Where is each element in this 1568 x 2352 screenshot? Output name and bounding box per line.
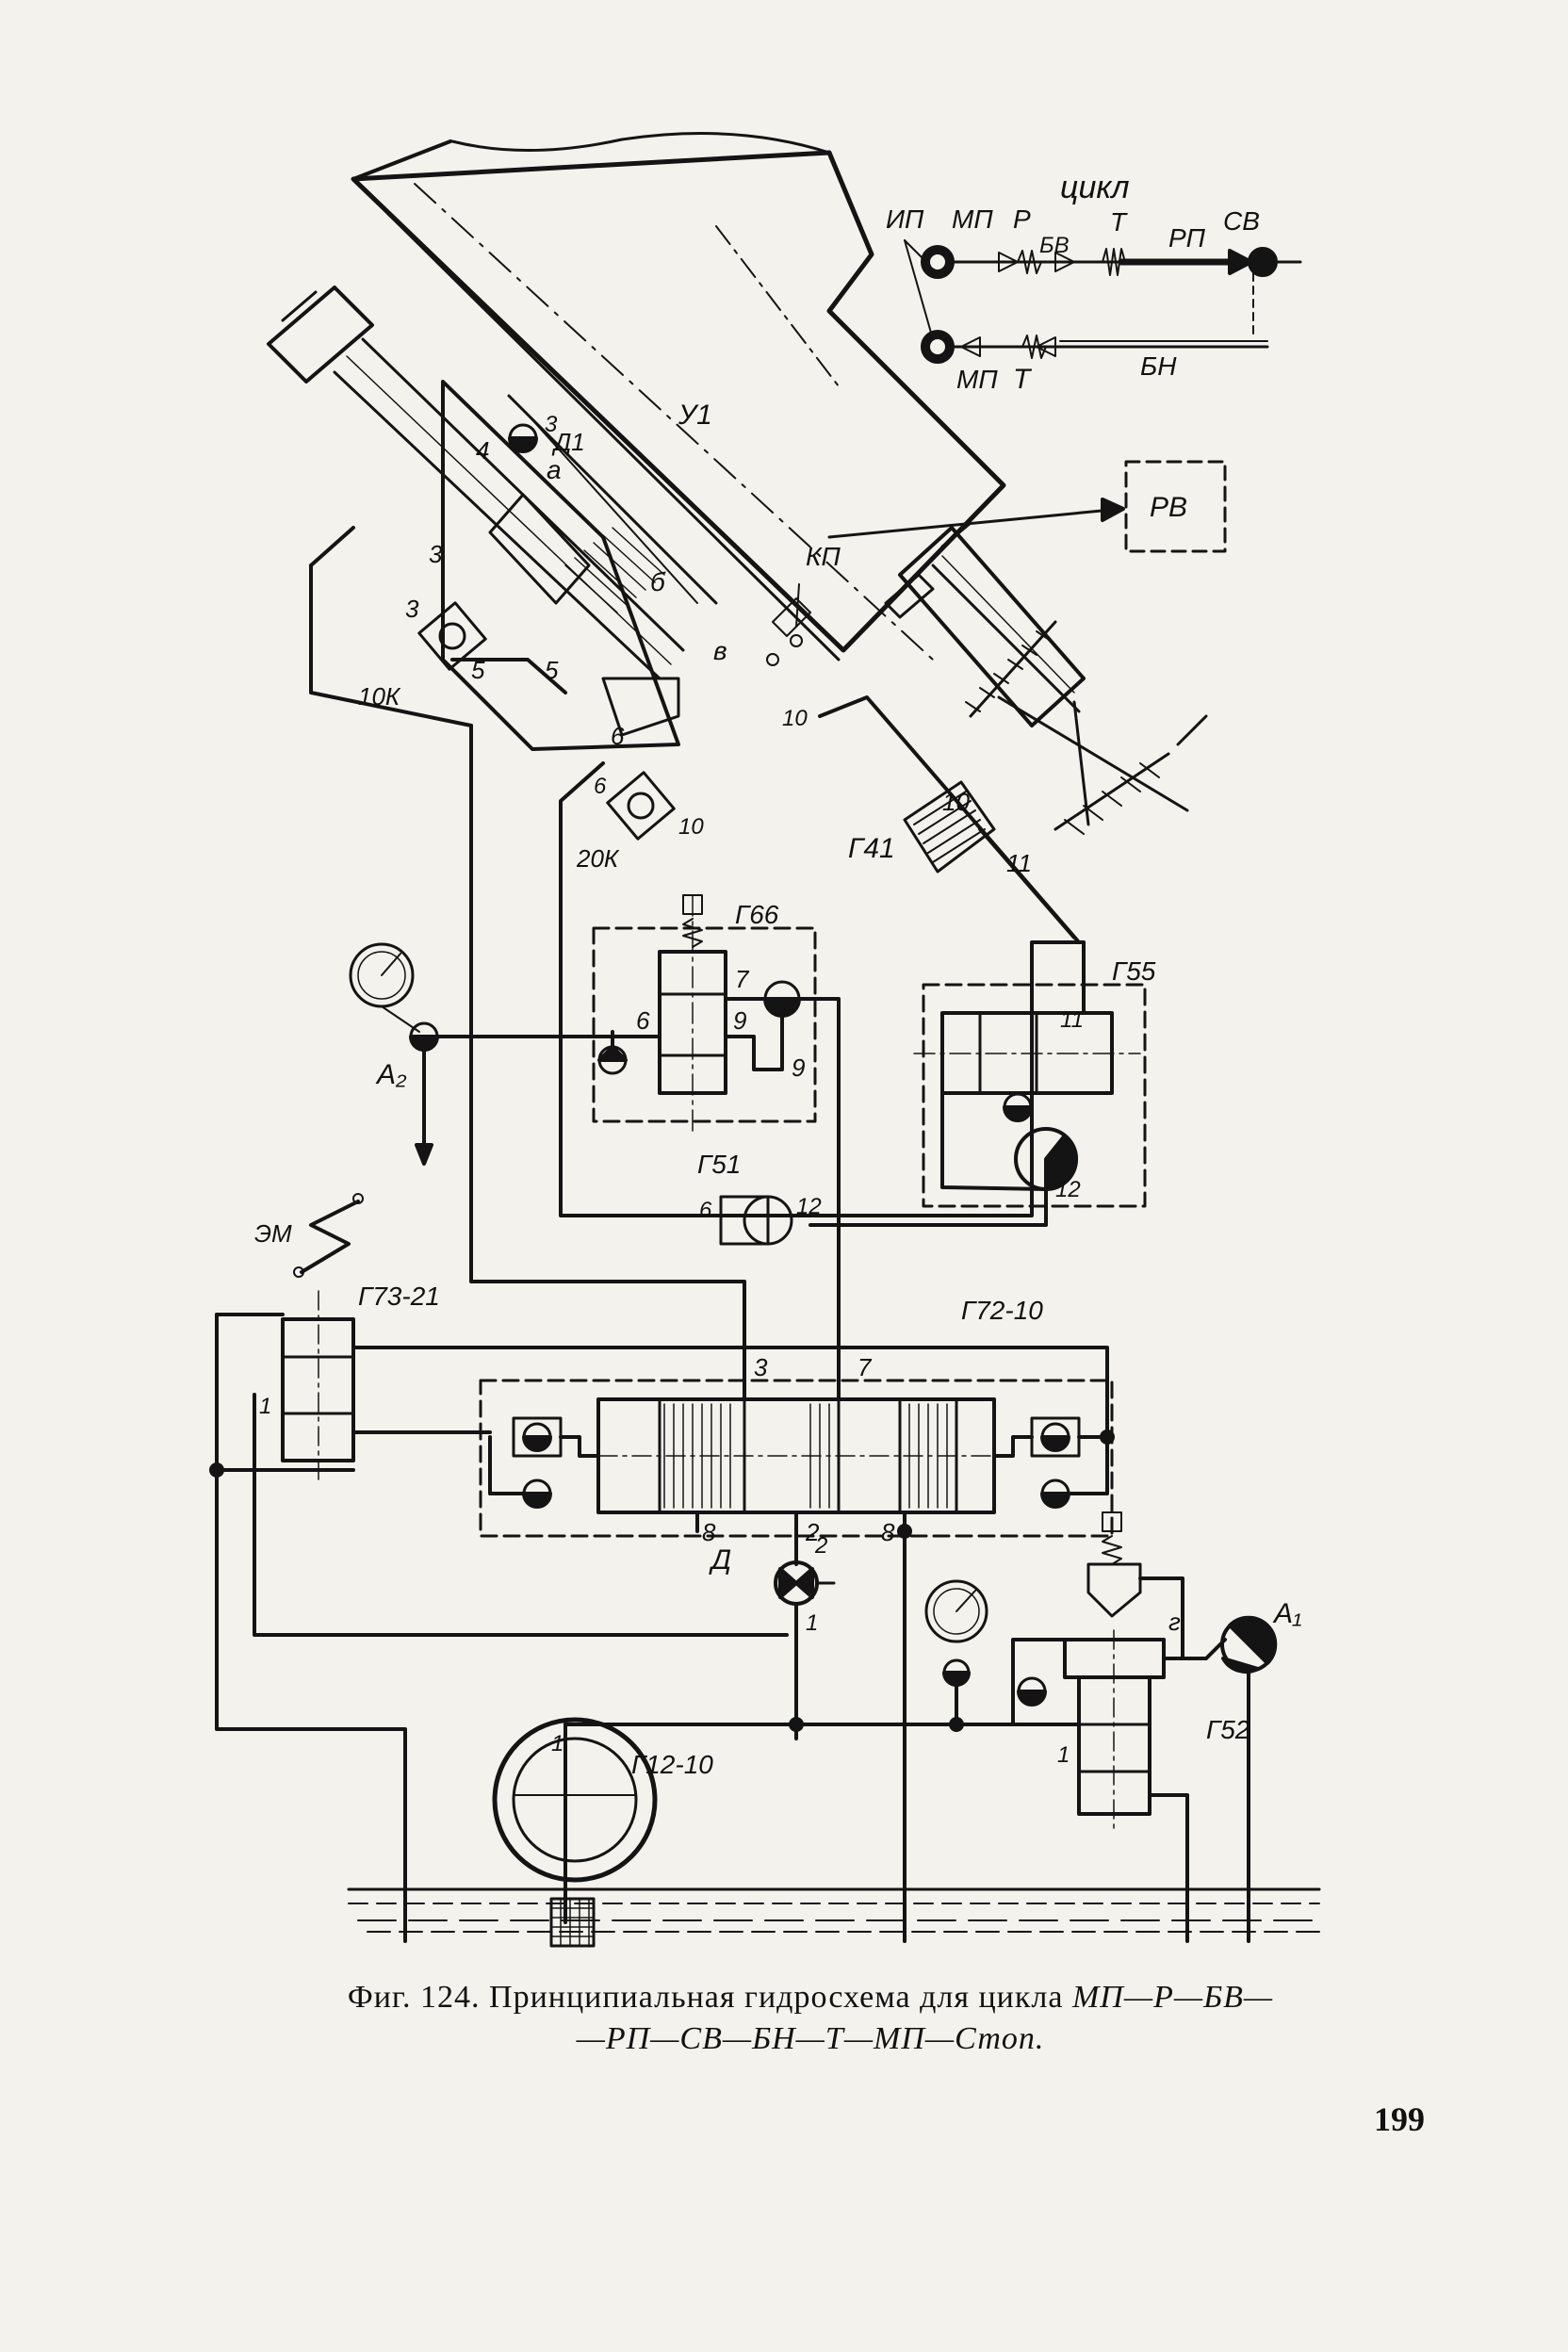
label-g: г [1168, 1608, 1181, 1636]
label-1c: 1 [1057, 1742, 1070, 1768]
label-3b: 3 [429, 540, 443, 568]
label-20k: 20К [576, 844, 620, 873]
gauge-a2 [349, 942, 662, 1166]
kp-limit-switch [766, 583, 811, 666]
label-6d: 6 [699, 1198, 712, 1223]
label-11b: 11 [1060, 1007, 1084, 1033]
label-2b: 2 [814, 1533, 827, 1559]
label-12b: 12 [796, 1194, 822, 1219]
machine-head [351, 132, 1006, 662]
label-g7210: Г72-10 [961, 1296, 1043, 1325]
caption-cycle-line2: —РП—СВ—БН—Т—МП—Стоп. [576, 2021, 1045, 2056]
throttle-g41 [903, 780, 1076, 939]
label-g41: Г41 [848, 833, 895, 864]
slide-spindle [884, 521, 1208, 835]
label-3d: 3 [754, 1353, 768, 1381]
label-10c: 10 [942, 788, 970, 816]
label-g66: Г66 [735, 900, 779, 929]
label-1b: 1 [806, 1610, 818, 1636]
label-5a: 5 [471, 656, 485, 684]
label-t2: Т [1013, 364, 1033, 395]
label-a1: А₁ [1272, 1598, 1301, 1629]
label-9b: 9 [792, 1054, 805, 1082]
label-rp: РП [1168, 223, 1206, 253]
distributor-g7210 [479, 1346, 1115, 1943]
label-kp: КП [806, 542, 841, 571]
throttle-g51 [719, 1195, 793, 1246]
label-8b: 8 [881, 1518, 895, 1546]
check-valve-10k [417, 601, 487, 671]
label-d: Д [709, 1544, 731, 1576]
label-2a: 2 [805, 1518, 820, 1546]
label-g7321: Г73-21 [358, 1282, 440, 1311]
relief-valve-g52 [1011, 1511, 1278, 1943]
label-sv: СВ [1223, 206, 1260, 236]
label-t: Т [1110, 207, 1128, 237]
label-u1: У1 [678, 400, 712, 431]
label-mp2: МП [956, 365, 998, 394]
label-p: Р [1013, 204, 1031, 234]
solenoid-valve-g7321 [209, 1193, 1109, 1943]
label-bv: БВ [1039, 233, 1070, 258]
label-cycle: цикл [1060, 170, 1130, 205]
label-6c: 6 [636, 1006, 650, 1035]
label-11a: 11 [1006, 849, 1032, 877]
label-v: в [713, 636, 727, 665]
pump-supply-line [564, 1717, 1034, 1732]
page-number: 199 [1374, 2100, 1425, 2138]
pump-g1210 [492, 1717, 658, 1948]
label-em: ЭМ [254, 1219, 292, 1248]
oil-tank [347, 1887, 1321, 1933]
label-9a: 9 [733, 1006, 746, 1035]
label-g51: Г51 [697, 1150, 741, 1179]
label-5b: 5 [545, 656, 559, 684]
valve-g55 [808, 940, 1147, 1227]
label-g1210: Г12-10 [631, 1750, 713, 1779]
check-valve-20k [606, 771, 676, 841]
rv-box [827, 460, 1227, 553]
label-a: а [547, 455, 562, 484]
label-mp: МП [952, 204, 993, 234]
caption-lead: Фиг. 124. Принципиальная гидросхема для … [347, 1980, 1064, 2015]
label-3c: 3 [405, 595, 419, 623]
label-g55: Г55 [1112, 956, 1156, 986]
label-7b: 7 [858, 1353, 873, 1381]
diagram-labels: цикл ИП МП Р БВ Т РП СВ МП Т БН У1 Д1 3 … [254, 170, 1301, 1779]
label-ip: ИП [886, 204, 924, 234]
label-10k: 10К [358, 682, 401, 710]
label-7a: 7 [735, 965, 750, 993]
label-10a: 10 [782, 706, 808, 731]
label-1d: 1 [551, 1731, 564, 1756]
cycle-diagram [904, 239, 1302, 364]
label-10b: 10 [678, 814, 704, 840]
label-3a: 3 [545, 412, 558, 437]
caption-cycle-line1: МП—Р—БВ— [1071, 1980, 1274, 2015]
label-1a: 1 [259, 1394, 271, 1419]
label-6a: 6 [611, 722, 625, 750]
label-bn: БН [1140, 351, 1177, 381]
label-4: 4 [476, 436, 489, 465]
valve-g66 [592, 894, 841, 1378]
main-cylinder [267, 286, 718, 751]
valve-d [774, 1560, 836, 1740]
label-6b: 6 [594, 774, 607, 799]
label-a2: А₂ [375, 1059, 407, 1090]
label-8a: 8 [702, 1518, 716, 1546]
gauge-right [924, 1579, 988, 1726]
label-b: б [650, 567, 666, 596]
figure-caption: Фиг. 124. Принципиальная гидросхема для … [236, 1977, 1385, 2060]
sensor-d1 [508, 423, 538, 453]
label-d1: Д1 [551, 428, 585, 456]
label-12a: 12 [1055, 1177, 1081, 1202]
label-rv: РВ [1150, 492, 1187, 523]
label-g52: Г52 [1206, 1715, 1250, 1744]
